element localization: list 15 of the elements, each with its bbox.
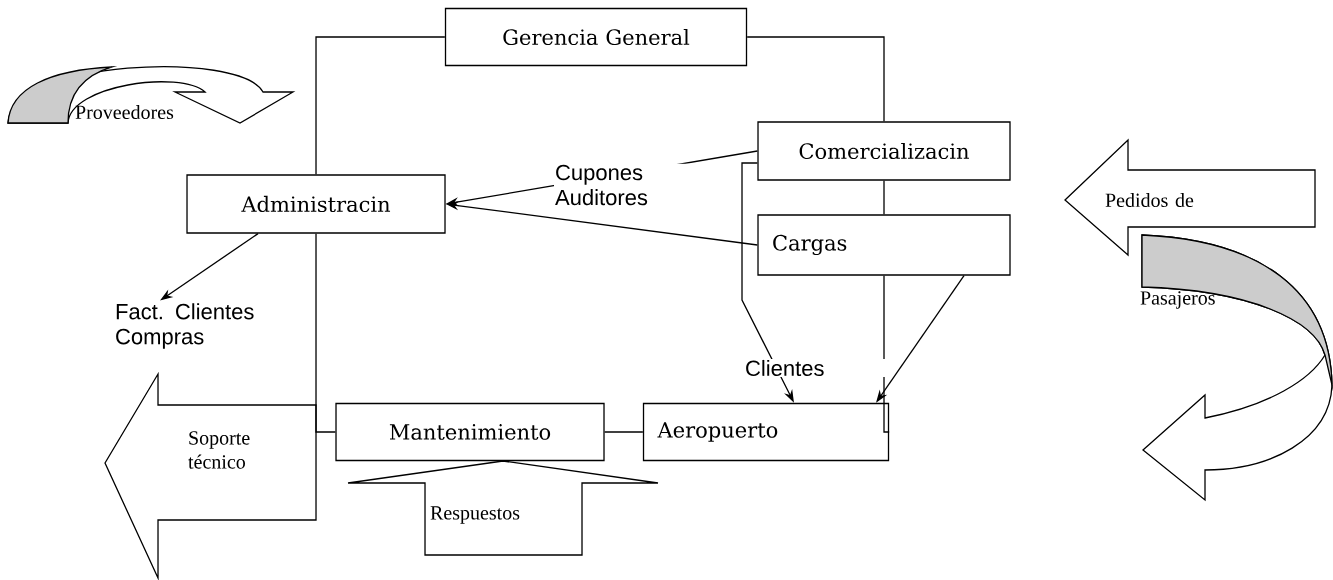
edge-label: Clientes (744, 358, 886, 378)
connector (604, 431, 644, 433)
process-box: Gerencia General (444, 7, 748, 67)
connector (746, 36, 885, 122)
connector (883, 275, 890, 433)
process-box: Cargas (757, 214, 1011, 276)
process-box: Comercializacin (757, 121, 1011, 181)
edge-label: Cupones Auditores (554, 163, 696, 207)
process-box: Mantenimiento (335, 402, 605, 462)
connector (883, 180, 885, 215)
process-box: Administracin (186, 174, 446, 234)
text-label: Fact. Clientes Compras (116, 303, 254, 349)
connector (315, 233, 336, 433)
process-box: Aeropuerto (642, 402, 890, 462)
connector (315, 36, 446, 175)
